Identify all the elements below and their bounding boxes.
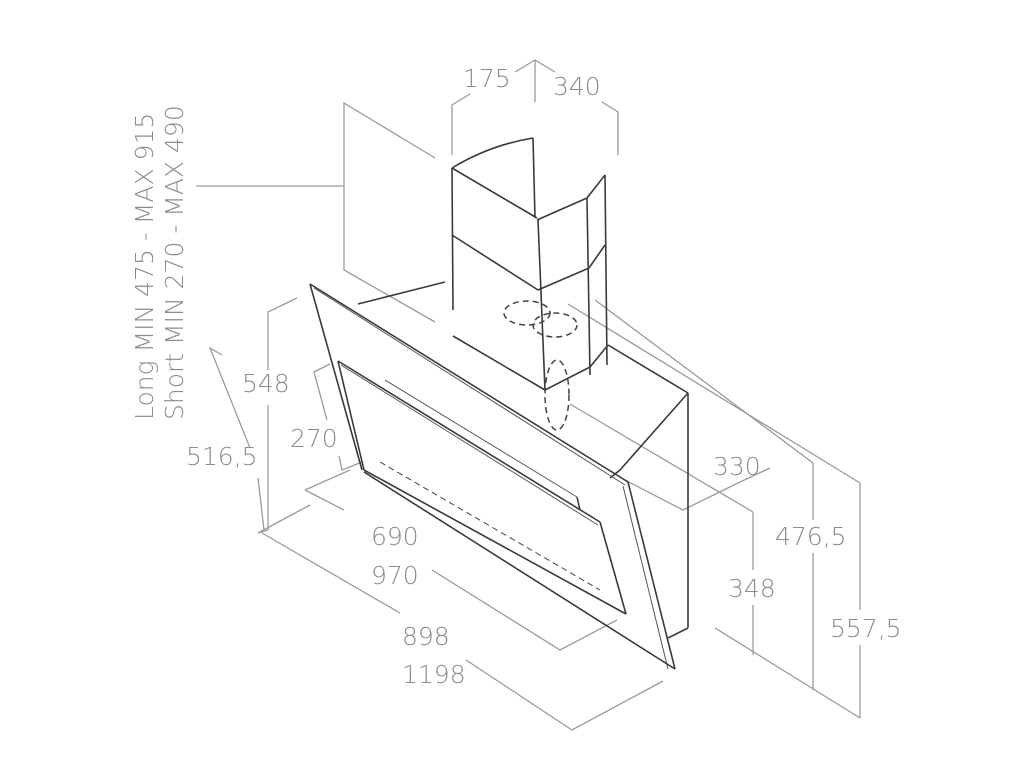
label-330: 330 <box>713 452 761 481</box>
label-340: 340 <box>553 72 601 101</box>
label-348: 348 <box>728 574 776 603</box>
label-476-5: 476,5 <box>775 522 847 551</box>
label-270: 270 <box>290 424 338 453</box>
label-516-5: 516,5 <box>186 442 258 471</box>
dimension-lines <box>196 59 861 731</box>
label-175: 175 <box>463 64 511 93</box>
duct-outlet-hidden <box>503 300 578 431</box>
label-898: 898 <box>402 622 450 651</box>
label-chimney-short: Short MIN 270 - MAX 490 <box>160 105 189 420</box>
label-548: 548 <box>242 369 290 398</box>
label-chimney-long: Long MIN 475 - MAX 915 <box>130 113 159 420</box>
label-690: 690 <box>371 522 419 551</box>
label-970: 970 <box>371 561 419 590</box>
label-1198: 1198 <box>402 660 466 689</box>
dimension-labels: Long MIN 475 - MAX 915 Short MIN 270 - M… <box>130 64 902 689</box>
hood-outline <box>309 137 689 670</box>
label-557-5: 557,5 <box>830 614 902 643</box>
